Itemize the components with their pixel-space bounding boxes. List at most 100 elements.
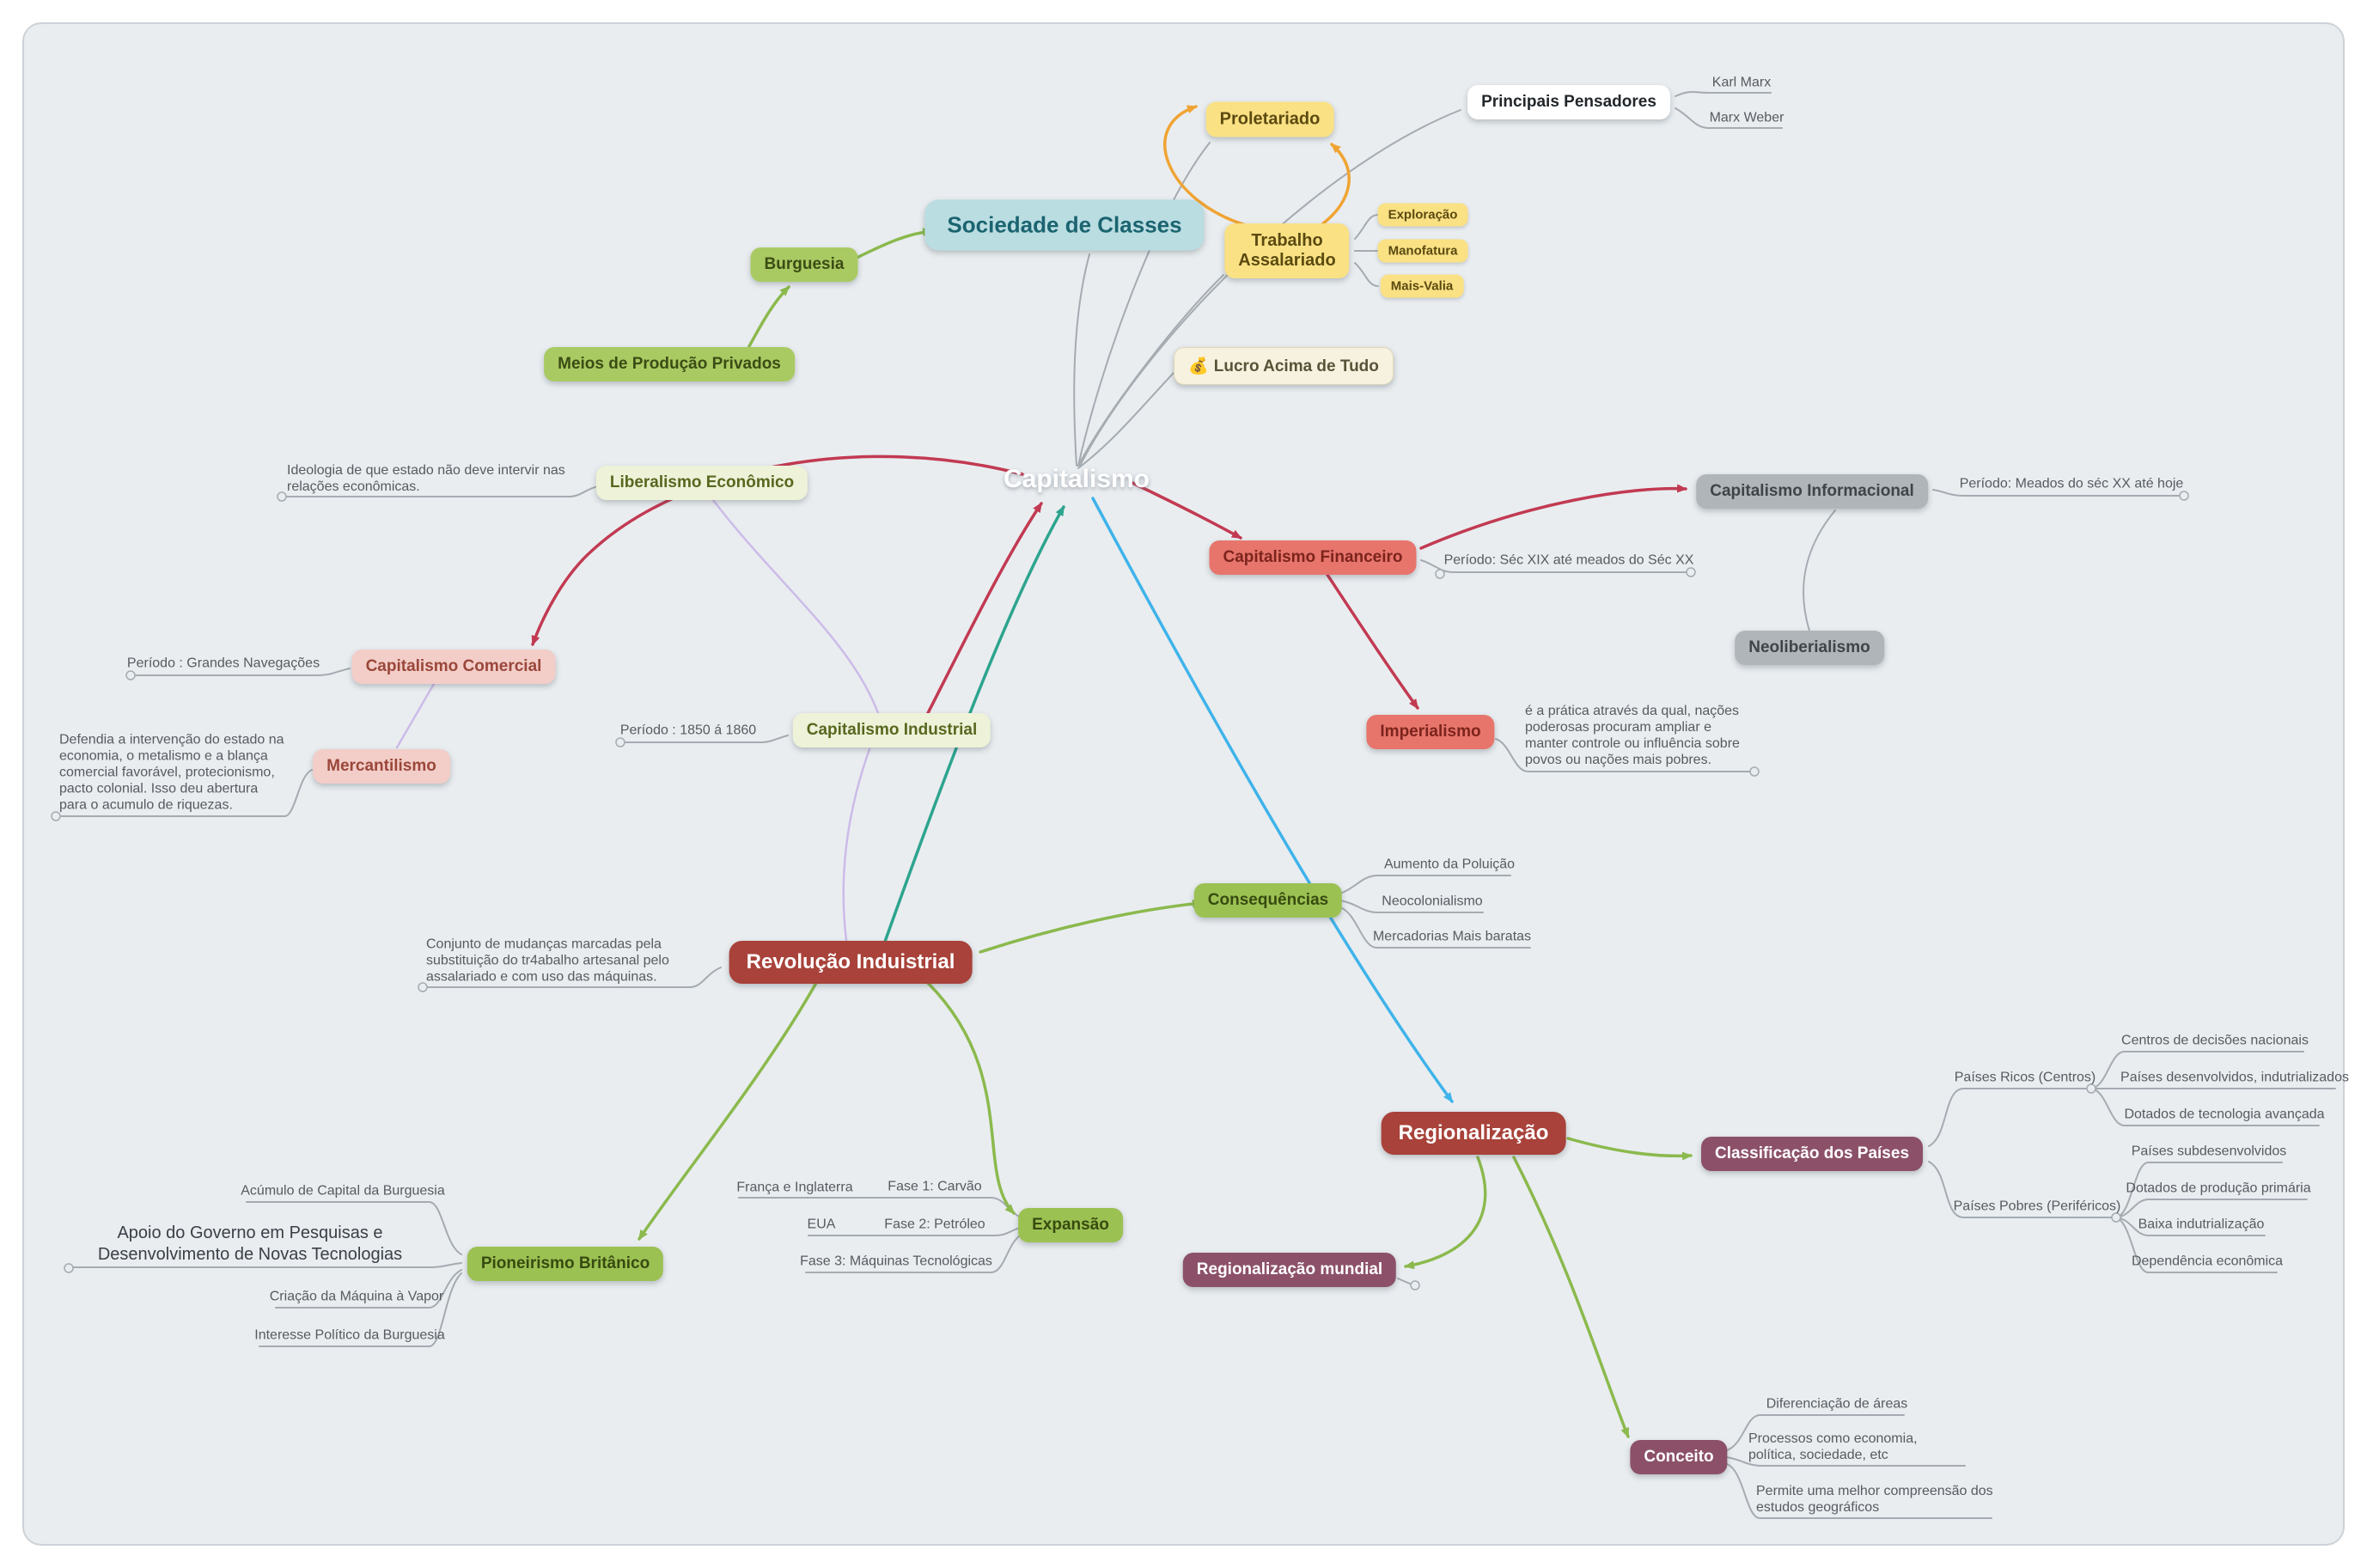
revolucao-note-label: Conjunto de mudanças marcadas pela subst… (426, 937, 669, 985)
cap-industrial-note[interactable]: Período : 1850 á 1860 (620, 723, 756, 739)
sociedade[interactable]: Sociedade de Classes (924, 199, 1205, 251)
pioneirismo-3[interactable]: Criação da Máquina à Vapor (270, 1289, 444, 1305)
mais-valia-label: Mais-Valia (1390, 278, 1454, 294)
sociedade-label: Sociedade de Classes (947, 211, 1182, 238)
neoliberalismo[interactable]: Neoliberialismo (1735, 631, 1884, 665)
liberalismo[interactable]: Liberalismo Econômico (595, 466, 808, 500)
pensadores[interactable]: Principais Pensadores (1467, 85, 1670, 119)
manofatura[interactable]: Manofatura (1377, 239, 1468, 263)
expansao-fase3[interactable]: Fase 3: Máquinas Tecnológicas (800, 1254, 992, 1270)
lucro-label: Lucro Acima de Tudo (1213, 357, 1379, 375)
paises-ricos[interactable]: Países Ricos (Centros) (1955, 1070, 2096, 1086)
pobres-3[interactable]: Baixa indutrialização (2138, 1217, 2265, 1233)
regionalizacao[interactable]: Regionalização (1381, 1112, 1566, 1155)
conceito[interactable]: Conceito (1630, 1440, 1728, 1474)
cap-industrial[interactable]: Capitalismo Industrial (792, 713, 991, 747)
pensadores-label: Principais Pensadores (1481, 93, 1656, 111)
mais-valia[interactable]: Mais-Valia (1380, 274, 1464, 298)
liberalismo-note-label: Ideologia de que estado não deve intervi… (287, 463, 565, 494)
pioneirismo-2-label: Apoio do Governo em Pesquisas e Desenvol… (97, 1223, 403, 1264)
conceito-label: Conceito (1644, 1448, 1714, 1466)
cap-financeiro[interactable]: Capitalismo Financeiro (1209, 540, 1417, 575)
reg-mundial[interactable]: Regionalização mundial (1182, 1253, 1397, 1287)
pobres-3-label: Baixa indutrialização (2138, 1217, 2265, 1232)
imperialismo-label: Imperialismo (1380, 723, 1481, 741)
consequencia-2[interactable]: Neocolonialismo (1382, 894, 1482, 910)
ricos-1[interactable]: Centros de decisões nacionais (2121, 1033, 2309, 1049)
pobres-2[interactable]: Dotados de produção primária (2126, 1181, 2310, 1197)
karl-marx-label: Karl Marx (1711, 75, 1772, 90)
conceito-1[interactable]: Diferenciação de áreas (1766, 1396, 1908, 1412)
conceito-3[interactable]: Permite uma melhor compreensão dos estud… (1756, 1483, 1993, 1516)
pioneirismo-4[interactable]: Interesse Político da Burguesia (254, 1327, 444, 1344)
imperialismo[interactable]: Imperialismo (1366, 715, 1495, 749)
consequencias[interactable]: Consequências (1193, 883, 1343, 918)
pioneirismo-1[interactable]: Acúmulo de Capital da Burguesia (241, 1183, 444, 1199)
trabalho[interactable]: Trabalho Assalariado (1224, 223, 1350, 278)
cap-comercial[interactable]: Capitalismo Comercial (351, 650, 556, 684)
marx-weber-label: Marx Weber (1709, 110, 1784, 125)
consequencia-3[interactable]: Mercadorias Mais baratas (1373, 929, 1531, 945)
pobres-1[interactable]: Países subdesenvolvidos (2132, 1144, 2287, 1160)
marx-weber[interactable]: Marx Weber (1710, 110, 1784, 126)
consequencia-2-label: Neocolonialismo (1382, 894, 1483, 909)
cap-informacional-label: Capitalismo Informacional (1710, 482, 1914, 500)
karl-marx[interactable]: Karl Marx (1712, 75, 1771, 91)
burguesia[interactable]: Burguesia (750, 247, 858, 282)
expansao-fase1-detail[interactable]: França e Inglaterra (736, 1180, 852, 1196)
consequencia-1[interactable]: Aumento da Poluição (1384, 857, 1515, 873)
consequencia-1-label: Aumento da Poluição (1383, 857, 1516, 872)
reg-mundial-label: Regionalização mundial (1196, 1260, 1383, 1278)
conceito-2[interactable]: Processos como economia, política, socie… (1748, 1431, 1965, 1463)
expansao-fase1-detail-label: França e Inglaterra (736, 1180, 853, 1195)
expansao-fase2[interactable]: Fase 2: Petróleo (884, 1217, 985, 1233)
ricos-2[interactable]: Países desenvolvidos, indutrializados (2120, 1070, 2349, 1086)
ricos-3[interactable]: Dotados de tecnologia avançada (2124, 1107, 2324, 1123)
exploracao-label: Exploração (1388, 207, 1458, 223)
root-label: Capitalismo (1003, 465, 1150, 493)
meios[interactable]: Meios de Produção Privados (544, 347, 795, 381)
expansao[interactable]: Expansão (1018, 1208, 1123, 1242)
pioneirismo[interactable]: Pioneirismo Britânico (467, 1247, 664, 1281)
cap-financeiro-label: Capitalismo Financeiro (1223, 548, 1403, 566)
proletariado[interactable]: Proletariado (1205, 101, 1334, 137)
paises-ricos-label: Países Ricos (Centros) (1954, 1070, 2096, 1085)
pioneirismo-label: Pioneirismo Britânico (480, 1254, 650, 1272)
expansao-fase3-label: Fase 3: Máquinas Tecnológicas (800, 1254, 992, 1269)
mercantilismo-label: Mercantilismo (326, 757, 436, 775)
liberalismo-note[interactable]: Ideologia de que estado não deve intervi… (287, 462, 570, 495)
paises-pobres[interactable]: Países Pobres (Periféricos) (1954, 1199, 2121, 1215)
imperialismo-note-label: é a prática através da qual, nações pode… (1525, 704, 1740, 767)
mercantilismo-note[interactable]: Defendia a intervenção do estado na econ… (59, 732, 284, 814)
cap-financeiro-note[interactable]: Período: Séc XIX até meados do Séc XX (1444, 552, 1694, 569)
regionalizacao-label: Regionalização (1398, 1121, 1549, 1144)
pobres-2-label: Dotados de produção primária (2126, 1181, 2311, 1196)
cap-comercial-note[interactable]: Período : Grandes Navegações (127, 656, 320, 672)
pobres-4-label: Dependência econômica (2131, 1254, 2284, 1269)
pioneirismo-2[interactable]: Apoio do Governo em Pesquisas e Desenvol… (64, 1223, 436, 1266)
classificacao[interactable]: Classificação dos Países (1700, 1137, 1924, 1171)
exploracao[interactable]: Exploração (1377, 203, 1468, 227)
pioneirismo-4-label: Interesse Político da Burguesia (254, 1327, 445, 1343)
conceito-1-label: Diferenciação de áreas (1766, 1396, 1908, 1412)
lucro[interactable]: 💰Lucro Acima de Tudo (1174, 347, 1394, 385)
ricos-3-label: Dotados de tecnologia avançada (2124, 1107, 2325, 1122)
consequencias-label: Consequências (1207, 891, 1329, 909)
cap-informacional[interactable]: Capitalismo Informacional (1696, 474, 1928, 509)
trabalho-label: Trabalho Assalariado (1238, 231, 1336, 270)
mercantilismo[interactable]: Mercantilismo (313, 749, 450, 784)
cap-informacional-note[interactable]: Período: Meados do séc XX até hoje (1960, 476, 2184, 492)
revolucao-note[interactable]: Conjunto de mudanças marcadas pela subst… (426, 937, 711, 985)
revolucao[interactable]: Revolução Induistrial (729, 941, 973, 984)
expansao-fase2-detail[interactable]: EUA (808, 1217, 836, 1233)
pobres-4[interactable]: Dependência econômica (2132, 1254, 2283, 1270)
expansao-fase2-detail-label: EUA (807, 1217, 836, 1232)
imperialismo-note[interactable]: é a prática através da qual, nações pode… (1525, 703, 1750, 768)
conceito-3-label: Permite uma melhor compreensão dos estud… (1756, 1484, 1993, 1515)
cap-comercial-label: Capitalismo Comercial (365, 657, 542, 675)
mercantilismo-note-label: Defendia a intervenção do estado na econ… (59, 732, 284, 813)
expansao-fase1[interactable]: Fase 1: Carvão (888, 1179, 981, 1195)
root[interactable]: Capitalismo (1004, 465, 1150, 494)
pobres-1-label: Países subdesenvolvidos (2131, 1144, 2287, 1159)
